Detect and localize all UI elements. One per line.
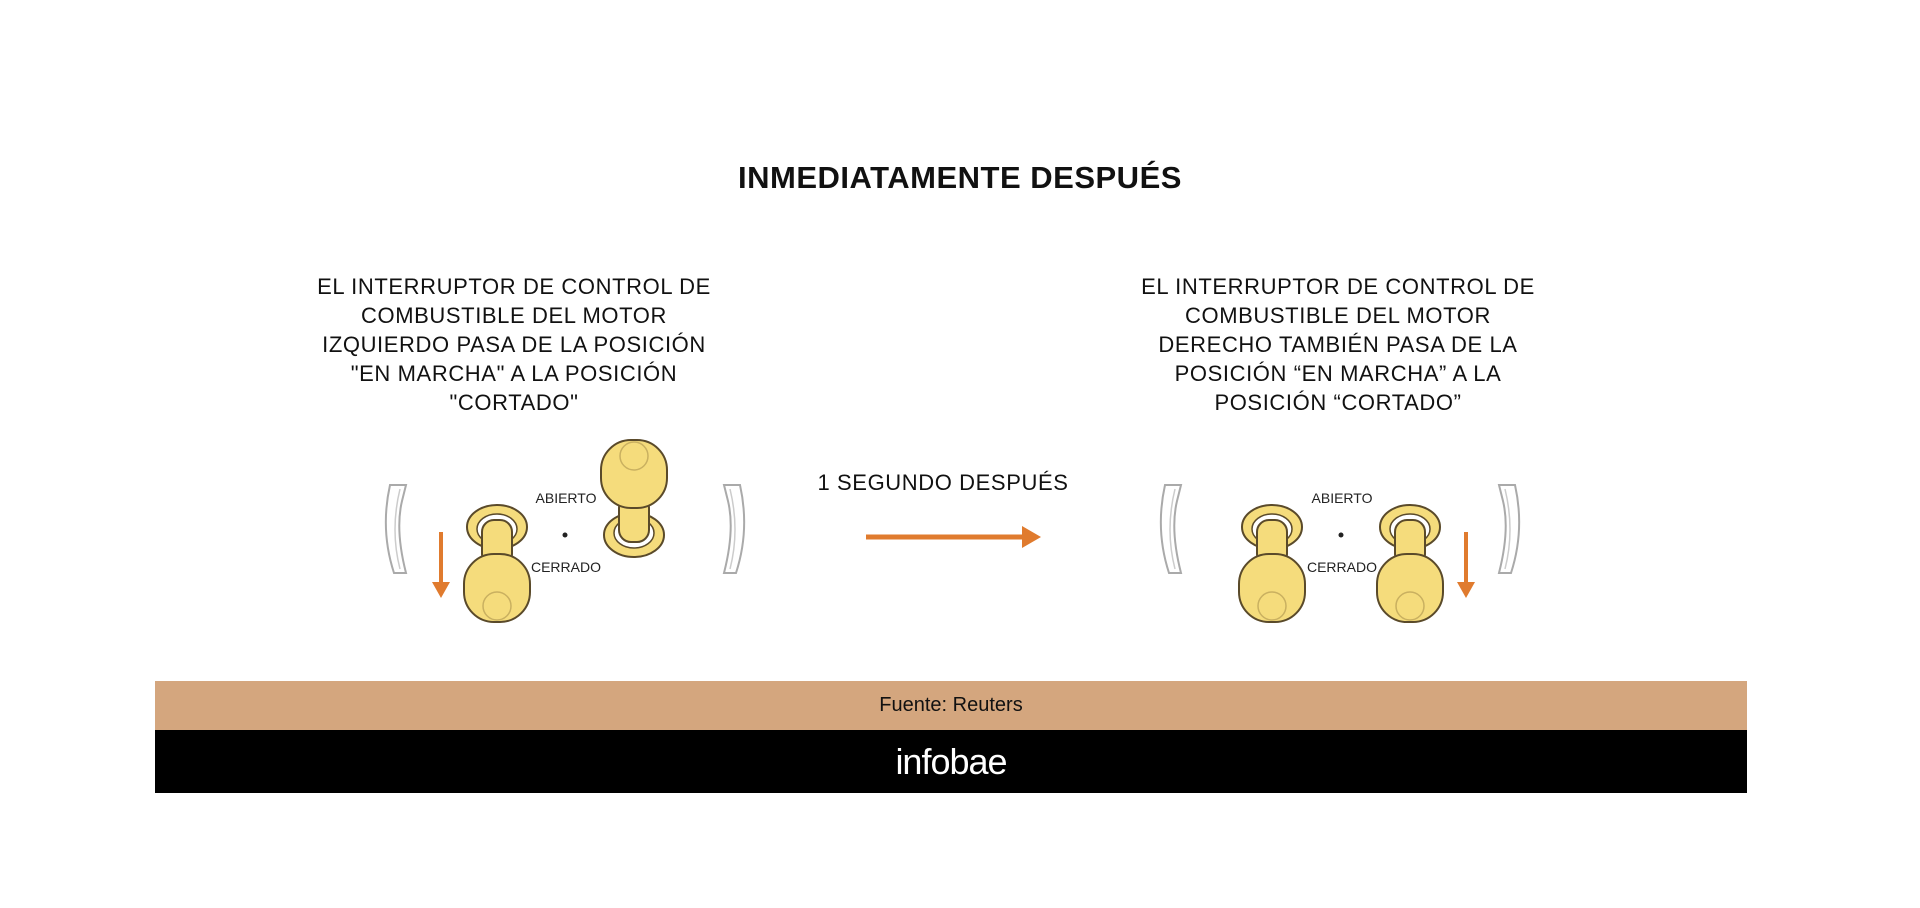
- desc-line: DERECHO TAMBIÉN PASA DE LA: [1158, 332, 1518, 357]
- brand-bar: infobae: [155, 730, 1747, 793]
- source-bar: Fuente: Reuters: [155, 681, 1747, 730]
- time-label: 1 SEGUNDO DESPUÉS: [817, 470, 1069, 495]
- label-closed: CERRADO: [1307, 559, 1377, 575]
- pivot-dot: [562, 532, 568, 538]
- page-title: INMEDIATAMENTE DESPUÉS: [738, 160, 1182, 195]
- desc-line: POSICIÓN “CORTADO”: [1214, 390, 1462, 415]
- desc-line: IZQUIERDO PASA DE LA POSICIÓN: [322, 332, 706, 357]
- left-description: EL INTERRUPTOR DE CONTROL DE COMBUSTIBLE…: [274, 272, 754, 417]
- label-open: ABIERTO: [1312, 490, 1373, 506]
- left-engine-switch-cut: [1238, 504, 1306, 623]
- desc-line: "EN MARCHA" A LA POSICIÓN: [350, 361, 678, 386]
- label-closed: CERRADO: [531, 559, 601, 575]
- desc-line: "CORTADO": [449, 390, 579, 415]
- right-arrow-icon: [866, 526, 1041, 548]
- right-engine-switch-cut: [1376, 504, 1444, 623]
- down-arrow-icon: [430, 530, 452, 600]
- right-bracket-icon: [1498, 484, 1521, 574]
- desc-line: COMBUSTIBLE DEL MOTOR: [361, 303, 667, 328]
- down-arrow-icon: [1455, 530, 1477, 600]
- left-engine-switch-cut: [463, 504, 531, 623]
- left-bracket-icon: [1159, 484, 1182, 574]
- left-bracket-icon: [384, 484, 407, 574]
- label-open: ABIERTO: [536, 490, 597, 506]
- right-engine-switch-run: [600, 439, 668, 558]
- desc-line: POSICIÓN “EN MARCHA” A LA: [1174, 361, 1502, 386]
- desc-line: EL INTERRUPTOR DE CONTROL DE: [317, 274, 711, 299]
- right-bracket-icon: [723, 484, 746, 574]
- source-text: Fuente: Reuters: [879, 694, 1023, 716]
- right-description: EL INTERRUPTOR DE CONTROL DE COMBUSTIBLE…: [1098, 272, 1578, 417]
- desc-line: COMBUSTIBLE DEL MOTOR: [1185, 303, 1491, 328]
- desc-line: EL INTERRUPTOR DE CONTROL DE: [1141, 274, 1535, 299]
- pivot-dot: [1338, 532, 1344, 538]
- brand-logo: infobae: [895, 740, 1007, 782]
